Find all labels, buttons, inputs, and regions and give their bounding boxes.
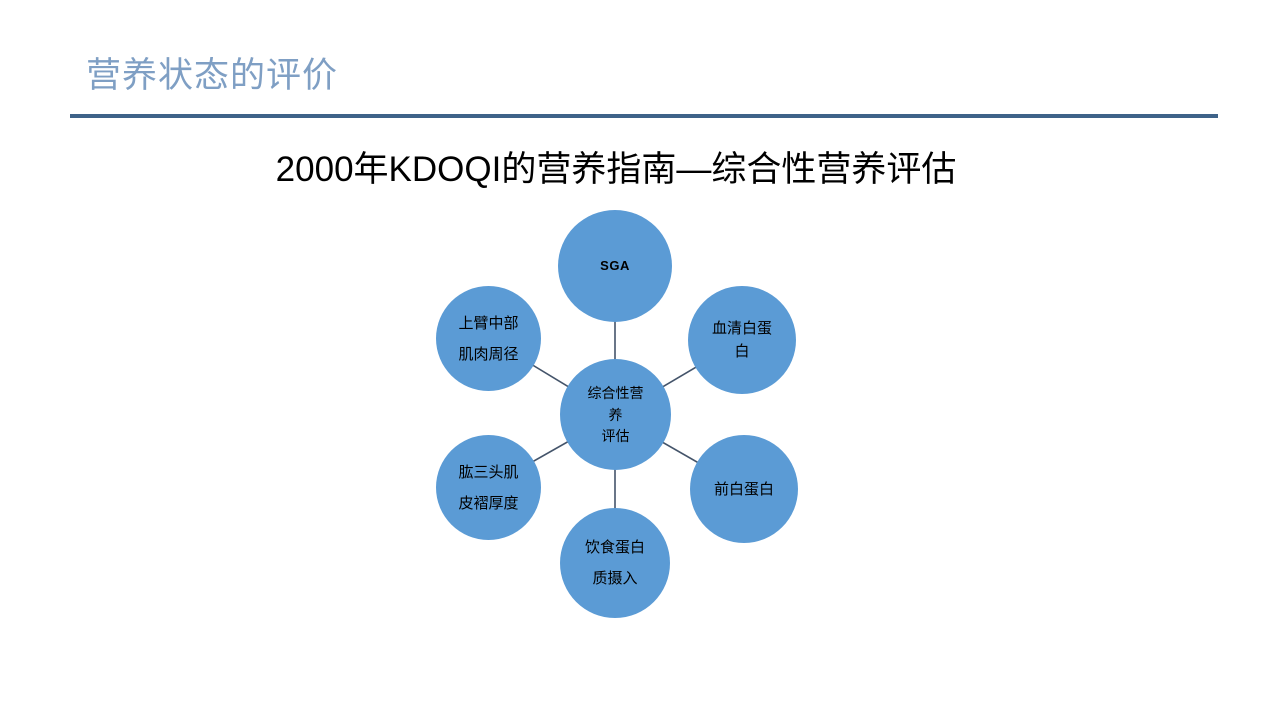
node-dietary-protein-intake[interactable]: 饮食蛋白 质摄入 — [560, 508, 670, 618]
node-comprehensive-nutrition-assessment[interactable]: 综合性营 养 评估 — [560, 359, 671, 470]
node-mid-arm-muscle-circumference-line-2: 肌肉周径 — [458, 345, 519, 363]
header-divider — [70, 114, 1218, 118]
node-center-line-3: 评估 — [601, 427, 630, 444]
node-serum-albumin-line-2: 白 — [734, 343, 750, 360]
node-center-line-2: 养 — [608, 406, 623, 423]
node-dietary-protein-intake-line-2: 质摄入 — [592, 570, 638, 587]
node-triceps-skinfold-thickness-line-1: 肱三头肌 — [458, 463, 519, 481]
node-serum-albumin[interactable]: 血清白蛋 白 — [688, 286, 796, 394]
node-serum-albumin-line-1: 血清白蛋 — [711, 320, 772, 337]
node-mid-arm-muscle-circumference[interactable]: 上臂中部 肌肉周径 — [436, 286, 541, 391]
node-triceps-skinfold-thickness-line-2: 皮褶厚度 — [458, 494, 519, 512]
node-center-line-1: 综合性营 — [587, 384, 644, 401]
node-prealbumin-line-1: 前白蛋白 — [713, 480, 774, 498]
node-dietary-protein-intake-line-1: 饮食蛋白 — [584, 539, 645, 556]
node-prealbumin[interactable]: 前白蛋白 — [690, 435, 798, 543]
node-sga-line-1: SGA — [600, 258, 630, 273]
node-mid-arm-muscle-circumference-line-1: 上臂中部 — [458, 314, 519, 332]
content-title: 2000年KDOQI的营养指南—综合性营养评估 — [275, 150, 957, 189]
page-title: 营养状态的评价 — [86, 56, 339, 95]
node-sga[interactable]: SGA — [558, 210, 672, 322]
node-triceps-skinfold-thickness[interactable]: 肱三头肌 皮褶厚度 — [436, 435, 541, 540]
